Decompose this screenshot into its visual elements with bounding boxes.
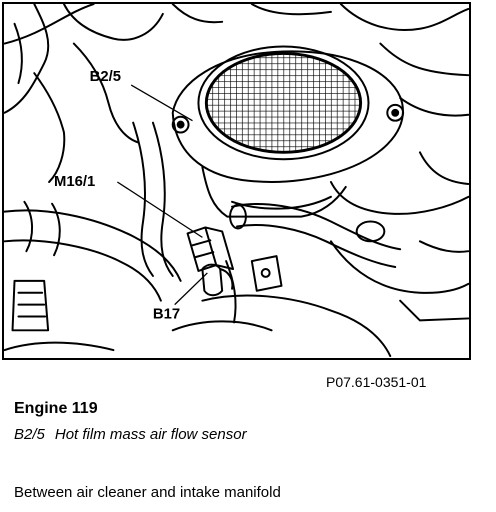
- engine-contour: [201, 294, 392, 358]
- connector-m16-1-side: [204, 226, 235, 270]
- sensor-b17-wire: [219, 268, 234, 290]
- engine-contour: [4, 4, 50, 114]
- tube-end: [229, 203, 247, 230]
- intake-pipe: [4, 209, 182, 282]
- engine-contour: [4, 341, 115, 352]
- fitting-ribs: [17, 291, 47, 318]
- figure-id: P07.61-0351-01: [326, 374, 427, 390]
- engine-drawing: B2/5 M16/1 B17: [4, 4, 469, 358]
- wiring-harness: [225, 260, 237, 324]
- engine-contour: [33, 72, 66, 183]
- engine-bracket: [250, 255, 283, 292]
- engine-contour: [418, 151, 469, 185]
- hose: [151, 121, 174, 277]
- component-code: B2/5: [14, 426, 45, 443]
- intake-pipe: [4, 239, 162, 302]
- engine-contour: [418, 240, 469, 253]
- bracket-bolt: [260, 268, 271, 278]
- mounting-bolt: [171, 115, 190, 134]
- fitting: [11, 279, 50, 332]
- callout-b17: B17: [153, 306, 180, 322]
- leader-line-b2-5: [130, 84, 193, 122]
- callout-b2-5: B2/5: [90, 69, 121, 85]
- pipe-clamp: [23, 200, 34, 253]
- engine-contour: [13, 22, 23, 85]
- engine-contour: [329, 181, 469, 215]
- sensor-b17: [201, 263, 224, 297]
- leader-line-b17: [174, 272, 208, 306]
- engine-contour: [62, 4, 164, 41]
- engine-contour: [4, 4, 95, 45]
- mounting-bolt: [386, 103, 405, 122]
- location-note: Between air cleaner and intake manifold: [14, 484, 281, 501]
- caption-title: Engine 119: [14, 400, 98, 417]
- engine-contour: [399, 96, 469, 117]
- engine-contour: [339, 4, 469, 31]
- connector-m16-1-pins: [191, 239, 215, 259]
- engine-contour: [379, 42, 469, 77]
- engine-contour: [171, 4, 224, 24]
- sensor-housing-flange: [171, 50, 404, 183]
- engine-contour: [329, 240, 469, 294]
- air-tube: [236, 224, 397, 269]
- sensor-housing-rim: [197, 45, 370, 161]
- air-tube: [231, 203, 402, 251]
- engine-contour: [399, 299, 469, 322]
- mounting-bolt-center: [176, 120, 185, 129]
- mesh-screen: [206, 53, 361, 153]
- engine-illustration: B2/5 M16/1 B17: [2, 2, 471, 360]
- leader-line-m16-1: [116, 181, 203, 238]
- callout-m16-1: M16/1: [54, 174, 95, 190]
- mounting-bolt-center: [391, 108, 400, 117]
- component-name: Hot film mass air flow sensor: [54, 426, 247, 443]
- mesh-border: [204, 51, 363, 154]
- engine-boss: [355, 220, 386, 243]
- hose: [132, 121, 154, 277]
- pipe-clamp: [51, 202, 61, 257]
- leader-lines: [116, 84, 208, 306]
- engine-contour: [171, 320, 273, 332]
- caption-component: B2/5 Hot film mass air flow sensor: [14, 426, 247, 443]
- engine-contour: [250, 4, 332, 16]
- sensor-body: [201, 166, 347, 218]
- engine-contour: [72, 42, 140, 144]
